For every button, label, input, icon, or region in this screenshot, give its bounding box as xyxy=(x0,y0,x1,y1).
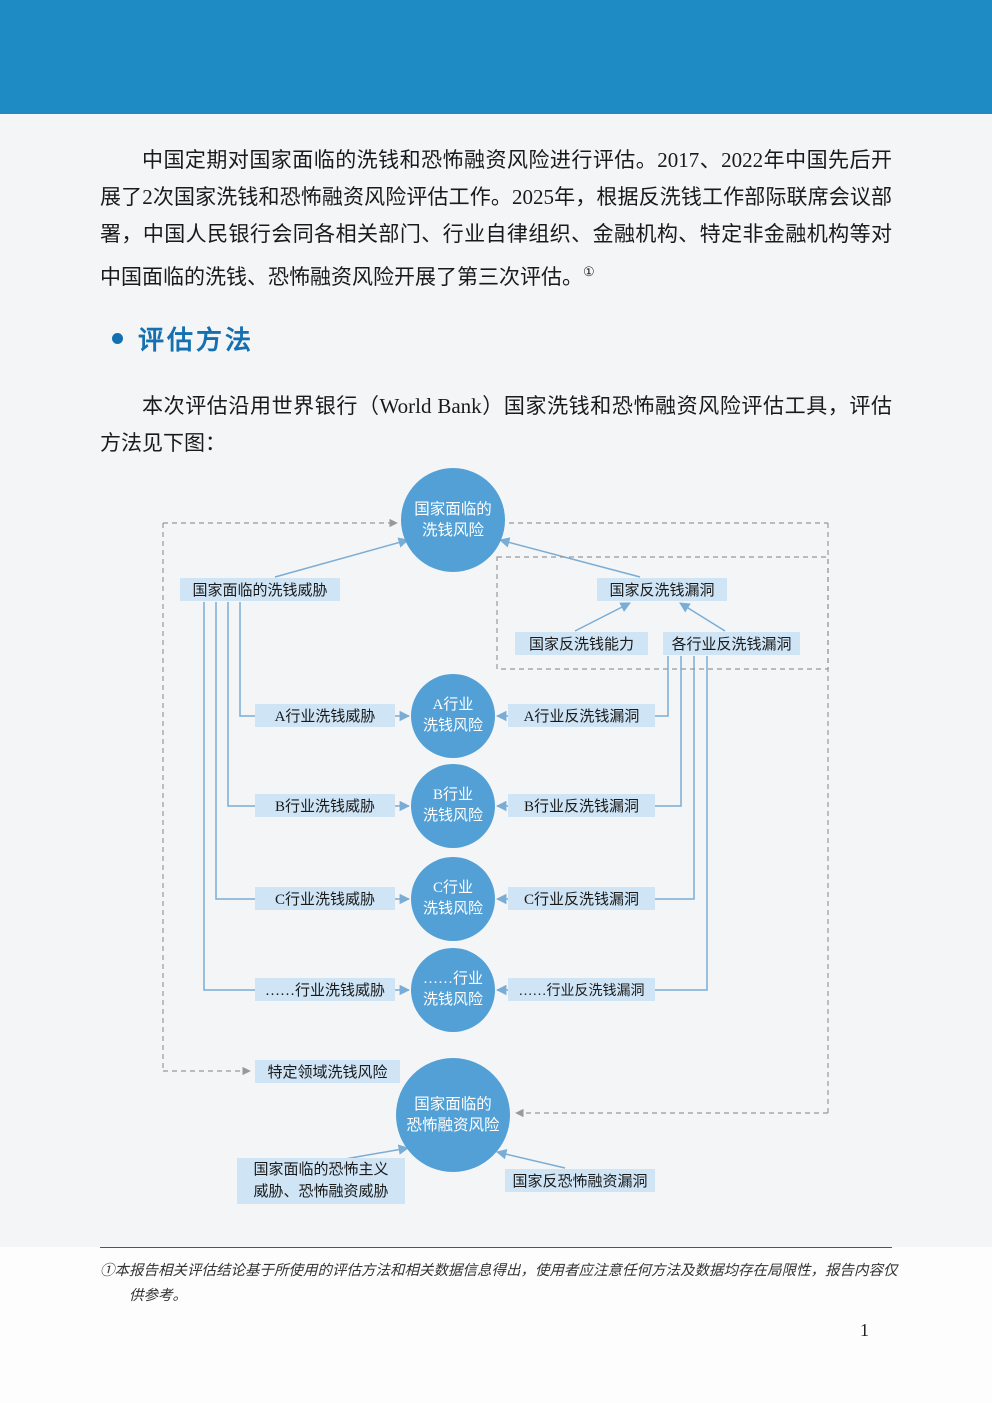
header-band xyxy=(0,0,992,114)
method-paragraph: 本次评估沿用世界银行（World Bank）国家洗钱和恐怖融资风险评估工具，评估… xyxy=(100,394,892,455)
content-background xyxy=(0,114,992,1247)
box-industry-a-vulnerability: A行业反洗钱漏洞 xyxy=(508,704,655,727)
node-industry-b-risk: B行业 洗钱风险 xyxy=(411,764,495,848)
box-industry-c-vulnerability: C行业反洗钱漏洞 xyxy=(508,887,655,910)
page-number: 1 xyxy=(860,1320,869,1340)
node-industry-etc-risk: ……行业 洗钱风险 xyxy=(411,948,495,1032)
node-industry-a-risk: A行业 洗钱风险 xyxy=(411,674,495,758)
footnote-divider xyxy=(100,1247,892,1248)
connector-lines xyxy=(162,518,829,1169)
box-national-ml-threat: 国家面临的洗钱威胁 xyxy=(180,578,340,601)
solid-connectors xyxy=(203,537,726,1169)
box-industry-b-threat: B行业洗钱威胁 xyxy=(255,794,395,817)
box-industry-etc-vulnerability: ……行业反洗钱漏洞 xyxy=(508,978,655,1001)
section-heading: 评估方法 xyxy=(112,320,254,357)
footnote-text: ①本报告相关评估结论基于所使用的评估方法和相关数据信息得出，使用者应注意任何方法… xyxy=(100,1263,898,1304)
vulnerability-group-frame xyxy=(496,556,829,670)
bullet-icon xyxy=(112,333,123,344)
node-industry-c-risk: C行业 洗钱风险 xyxy=(411,857,495,941)
box-industry-etc-threat: ……行业洗钱威胁 xyxy=(255,978,395,1001)
box-national-aml-vulnerability: 国家反洗钱漏洞 xyxy=(597,578,727,601)
node-national-tf-risk: 国家面临的 恐怖融资风险 xyxy=(396,1058,510,1172)
footnote-ref: ① xyxy=(583,264,595,279)
node-national-ml-risk: 国家面临的 洗钱风险 xyxy=(401,468,505,572)
box-national-aml-capability: 国家反洗钱能力 xyxy=(515,632,648,655)
risk-assessment-diagram: 国家面临的 洗钱风险 国家面临的洗钱威胁 国家反洗钱漏洞 国家反洗钱能力 各行业… xyxy=(0,462,992,1232)
box-industry-aml-vulnerability: 各行业反洗钱漏洞 xyxy=(663,632,800,655)
box-national-tf-vulnerability: 国家反恐怖融资漏洞 xyxy=(505,1169,655,1192)
intro-paragraph: 中国定期对国家面临的洗钱和恐怖融资风险进行评估。2017、2022年中国先后开展… xyxy=(100,142,892,296)
section-title: 评估方法 xyxy=(138,326,255,355)
box-national-tf-threat: 国家面临的恐怖主义 威胁、恐怖融资威胁 xyxy=(237,1158,405,1204)
intro-text: 中国定期对国家面临的洗钱和恐怖融资风险进行评估。2017、2022年中国先后开展… xyxy=(100,148,892,289)
box-industry-c-threat: C行业洗钱威胁 xyxy=(255,887,395,910)
box-industry-a-threat: A行业洗钱威胁 xyxy=(255,704,395,727)
dashed-connectors xyxy=(162,518,829,1118)
box-industry-b-vulnerability: B行业反洗钱漏洞 xyxy=(508,794,655,817)
box-special-field-risk: 特定领域洗钱风险 xyxy=(255,1060,400,1083)
